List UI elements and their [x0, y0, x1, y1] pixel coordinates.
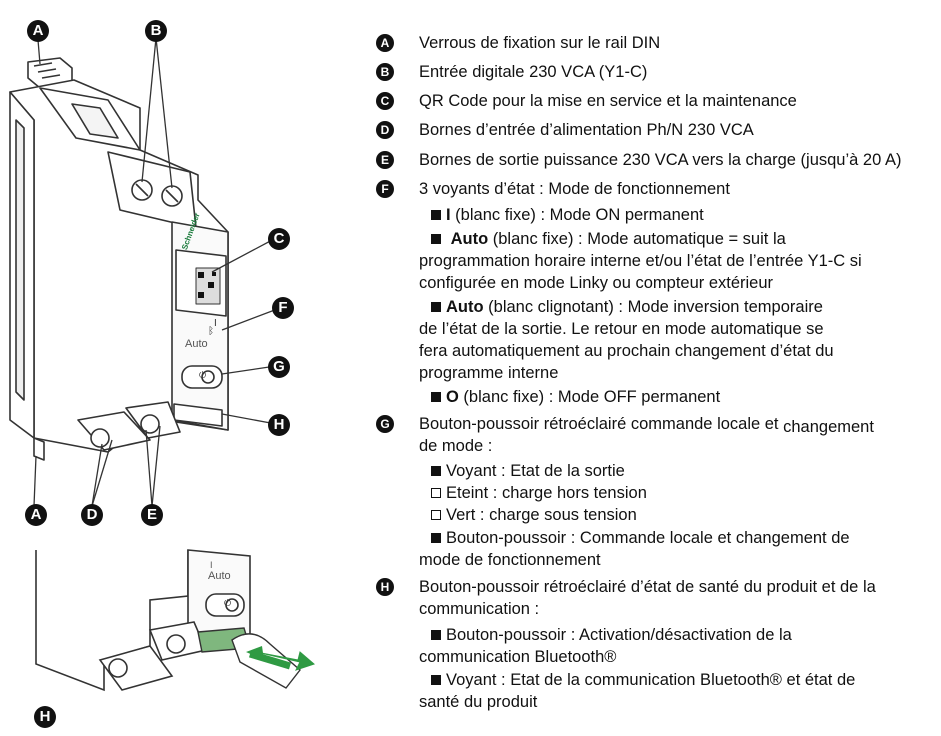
callout-e: E	[141, 504, 163, 526]
legend-g-line1: Voyant : Etat de la sortie	[431, 460, 625, 482]
callout-h-detail: H	[34, 706, 56, 728]
legend-h-line1: Bouton-poussoir : Activation/désactivati…	[431, 624, 792, 646]
legend-f-line3: programmation horaire interne et/ou l’ét…	[419, 252, 862, 270]
legend-g-line2: Eteint : charge hors tension	[431, 482, 647, 504]
legend-g-line5: mode de fonctionnement	[419, 551, 601, 569]
power-icon[interactable]: ⏻	[199, 370, 207, 380]
status-led-i-label: I	[214, 318, 217, 329]
legend-badge-h: H	[376, 578, 394, 596]
legend-f-line1: I (blanc fixe) : Mode ON permanent	[431, 204, 704, 226]
legend-f-line9: O (blanc fixe) : Mode OFF permanent	[431, 386, 720, 408]
legend-h-line3: Voyant : Etat de la communication Blueto…	[431, 669, 855, 691]
status-led-auto-label: Auto	[185, 338, 208, 350]
legend-f-line2: Auto (blanc fixe) : Mode automatique = s…	[431, 228, 786, 250]
callout-h: H	[268, 414, 290, 436]
legend-g-title2: de mode :	[419, 437, 493, 455]
callout-d: D	[81, 504, 103, 526]
legend-h-title: Bouton-poussoir rétroéclairé d’état de s…	[419, 578, 876, 596]
callout-a-bottom: A	[25, 504, 47, 526]
legend-h-line2: communication Bluetooth®	[419, 648, 617, 666]
detail-auto-label: Auto	[208, 570, 231, 582]
detail-power-icon: ⏻	[224, 598, 232, 608]
legend-g-line4: Bouton-poussoir : Commande locale et cha…	[431, 527, 850, 549]
legend-g-line3: Vert : charge sous tension	[431, 504, 637, 526]
legend-c: QR Code pour la mise en service et la ma…	[419, 92, 797, 110]
legend-badge-c: C	[376, 92, 394, 110]
bluetooth-icon: ᛒ	[208, 326, 214, 337]
legend-f-line6: de l’état de la sortie. Le retour en mod…	[419, 320, 824, 338]
legend-badge-d: D	[376, 121, 394, 139]
legend-f-line8: programme interne	[419, 364, 559, 382]
legend-g-title: Bouton-poussoir rétroéclairé commande lo…	[419, 415, 874, 436]
callout-f: F	[272, 297, 294, 319]
legend-h-line4: santé du produit	[419, 693, 538, 711]
callout-a-top: A	[27, 20, 49, 42]
legend-f-line7: fera automatiquement au prochain changem…	[419, 342, 834, 360]
callout-g: G	[268, 356, 290, 378]
legend-f-title: 3 voyants d’état : Mode de fonctionnemen…	[419, 180, 730, 198]
legend-d: Bornes d’entrée d’alimentation Ph/N 230 …	[419, 121, 754, 139]
legend-a: Verrous de fixation sur le rail DIN	[419, 34, 661, 52]
legend-f-line4: configurée en mode Linky ou compteur ext…	[419, 274, 774, 292]
legend-e: Bornes de sortie puissance 230 VCA vers …	[419, 151, 902, 169]
push-arrow	[255, 651, 315, 671]
legend-badge-f: F	[376, 180, 394, 198]
legend-badge-g: G	[376, 415, 394, 433]
legend-badge-a: A	[376, 34, 394, 52]
legend-f-line5: Auto (blanc clignotant) : Mode inversion…	[431, 296, 823, 318]
legend-badge-b: B	[376, 63, 394, 81]
callout-b: B	[145, 20, 167, 42]
legend-h-title2: communication :	[419, 600, 540, 618]
callout-c: C	[268, 228, 290, 250]
legend-b: Entrée digitale 230 VCA (Y1-C)	[419, 63, 648, 81]
detail-i-label: I	[210, 560, 213, 570]
legend-badge-e: E	[376, 151, 394, 169]
